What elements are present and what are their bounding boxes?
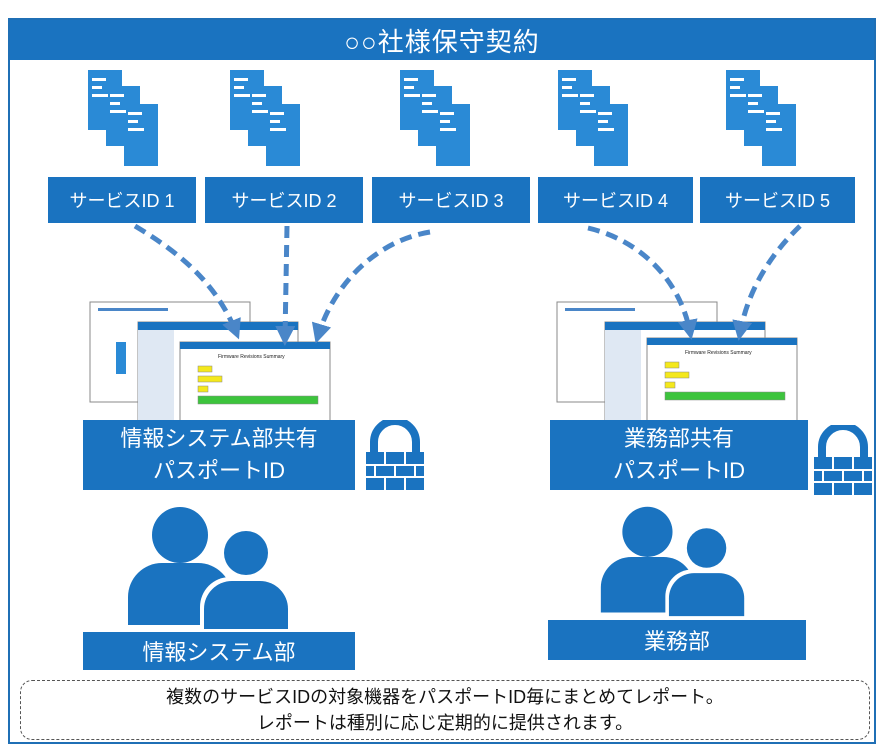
lock-icon-it <box>366 420 424 490</box>
service-id-3-box: サービスID 3 <box>372 177 530 223</box>
summary-note-line1: 複数のサービスIDの対象機器をパスポートID毎にまとめてレポート。 <box>166 686 724 707</box>
arrow-service2-to-it <box>275 225 296 346</box>
arrow-service5-to-business <box>732 224 802 341</box>
contract-title-text: ○○社様保守契約 <box>344 26 540 57</box>
server-stack-icon-3 <box>400 70 470 166</box>
department-it-label: 情報システム部 <box>142 640 296 665</box>
summary-note-line2: レポートは種別に応じ定期的に提供されます。 <box>256 713 634 733</box>
passport-box-business-line1: 業務部共有 <box>623 426 734 452</box>
service-id-2-label: サービスID 2 <box>231 191 337 211</box>
people-icon-it <box>128 507 292 629</box>
passport-box-business: 業務部共有 パスポートID <box>550 420 808 490</box>
server-stack-icon-1 <box>88 70 158 166</box>
passport-box-it-line2: パスポートID <box>152 458 285 483</box>
arrow-service3-to-it <box>311 229 431 344</box>
lock-icon-business <box>814 425 872 495</box>
server-stack-icon-2 <box>230 70 300 166</box>
arrow-service1-to-it <box>133 223 241 340</box>
passport-box-it: 情報システム部共有 パスポートID <box>83 420 355 490</box>
passport-box-it-line1: 情報システム部共有 <box>120 426 318 452</box>
service-id-1-box: サービスID 1 <box>48 177 196 223</box>
people-icon-business <box>600 506 748 617</box>
server-stack-icon-4 <box>558 70 628 166</box>
report-stack-right: Firmware Revisions Summary <box>556 301 798 425</box>
report-chart-title-right: Firmware Revisions Summary <box>685 350 752 356</box>
service-id-4-label: サービスID 4 <box>562 191 668 211</box>
service-id-5-label: サービスID 5 <box>724 191 830 211</box>
department-box-it: 情報システム部 <box>83 632 355 670</box>
service-id-1-label: サービスID 1 <box>69 191 175 211</box>
department-box-business: 業務部 <box>548 620 806 660</box>
report-chart-title-left: Firmware Revisions Summary <box>218 354 285 360</box>
service-id-4-box: サービスID 4 <box>538 177 693 223</box>
service-id-5-box: サービスID 5 <box>700 177 855 223</box>
report-stack-left: Firmware Revisions Summary <box>89 301 331 429</box>
diagram-frame <box>8 18 876 744</box>
passport-box-business-line2: パスポートID <box>612 458 745 483</box>
service-id-3-label: サービスID 3 <box>398 191 504 211</box>
arrow-service4-to-business <box>587 225 698 340</box>
service-id-2-box: サービスID 2 <box>205 177 363 223</box>
department-business-label: 業務部 <box>643 629 710 654</box>
server-stack-icon-5 <box>726 70 796 166</box>
summary-note: 複数のサービスIDの対象機器をパスポートID毎にまとめてレポート。 レポートは種… <box>20 680 870 740</box>
contract-title: ○○社様保守契約 <box>10 20 874 60</box>
